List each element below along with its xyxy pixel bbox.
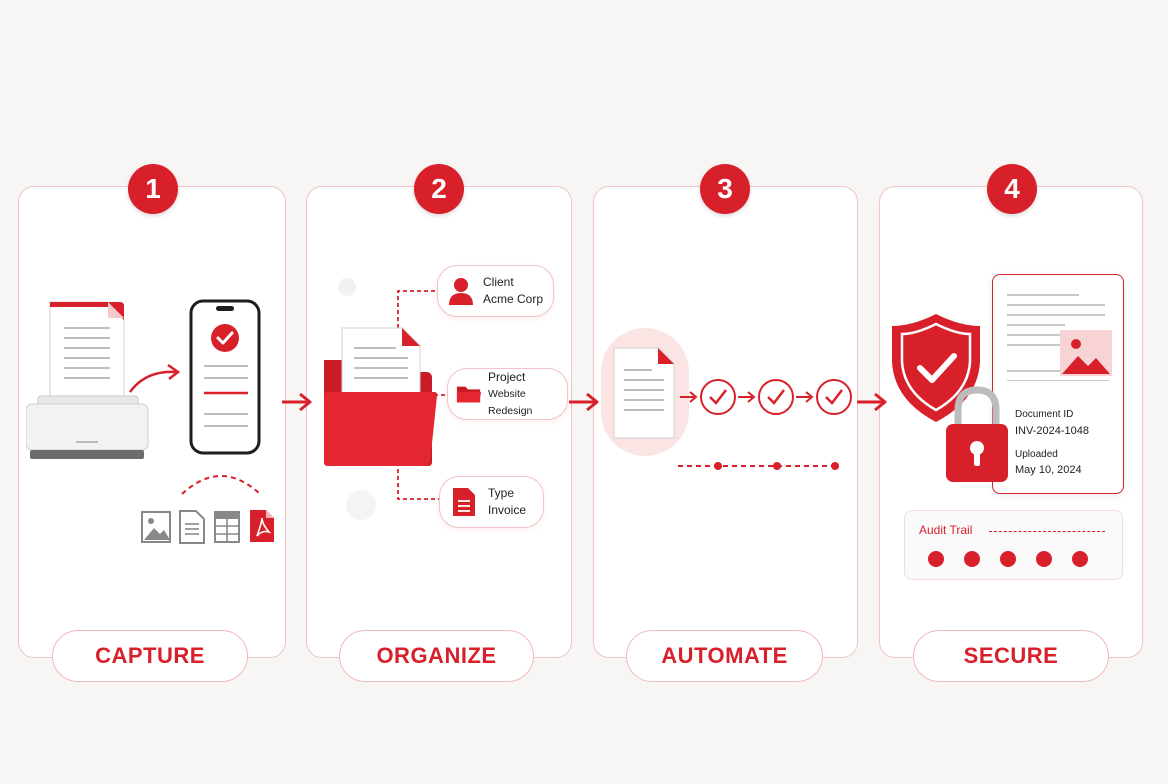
invoice-doc-icon	[453, 488, 475, 516]
arrow-right-icon	[857, 392, 887, 412]
step-label-secure: SECURE	[913, 630, 1109, 682]
step-label-automate: AUTOMATE	[626, 630, 823, 682]
step-label-organize: ORGANIZE	[339, 630, 534, 682]
folder-small-icon	[456, 386, 482, 403]
doc-file-icon	[179, 510, 205, 544]
uploaded-value: May 10, 2024	[1015, 464, 1082, 476]
step-number-badge: 3	[700, 164, 750, 214]
uploaded-label: Uploaded	[1015, 449, 1058, 460]
padlock-icon	[946, 386, 1008, 482]
pdf-file-icon	[250, 510, 274, 542]
project-value: Website Redesign	[488, 387, 533, 417]
step-number-badge: 4	[987, 164, 1037, 214]
document-icon	[613, 347, 675, 439]
audit-trail-dot	[1072, 551, 1088, 567]
document-id-value: INV-2024-1048	[1015, 425, 1089, 437]
image-file-icon	[141, 511, 171, 543]
step-number-badge: 2	[414, 164, 464, 214]
type-key: Type	[488, 486, 515, 500]
shield-check-icon	[892, 314, 980, 422]
capture-arrow-icon	[128, 363, 181, 393]
audit-trail-dot	[1000, 551, 1016, 567]
audit-trail-box: Audit Trail	[904, 510, 1123, 580]
step-number-badge: 1	[128, 164, 178, 214]
workflow-checks-icon	[680, 379, 852, 415]
audit-trail-dot	[1036, 551, 1052, 567]
decor-dot	[346, 490, 376, 520]
spreadsheet-file-icon	[214, 511, 240, 543]
arrow-right-icon	[282, 392, 312, 412]
connector-lines-icon	[397, 290, 446, 500]
project-key: Project	[488, 369, 526, 384]
folder-icon	[324, 327, 438, 466]
progress-track-icon	[678, 462, 839, 470]
audit-trail-dot	[964, 551, 980, 567]
client-key: Client	[483, 275, 514, 289]
document-id-label: Document ID	[1015, 409, 1074, 420]
type-value: Invoice	[488, 503, 527, 517]
client-value: Acme Corp	[483, 292, 544, 306]
audit-trail-dot	[928, 551, 944, 567]
arrow-right-icon	[569, 392, 599, 412]
phone-check-icon	[189, 299, 261, 455]
image-icon	[1060, 330, 1112, 376]
dashed-arc-icon	[181, 475, 261, 495]
decor-dot	[338, 278, 356, 296]
document-card: Document ID INV-2024-1048 Uploaded May 1…	[992, 274, 1124, 494]
scanner-icon	[26, 301, 149, 459]
audit-trail-dashline	[989, 531, 1105, 532]
user-icon	[449, 278, 473, 305]
audit-trail-label: Audit Trail	[919, 523, 973, 537]
step-label-capture: CAPTURE	[52, 630, 248, 682]
